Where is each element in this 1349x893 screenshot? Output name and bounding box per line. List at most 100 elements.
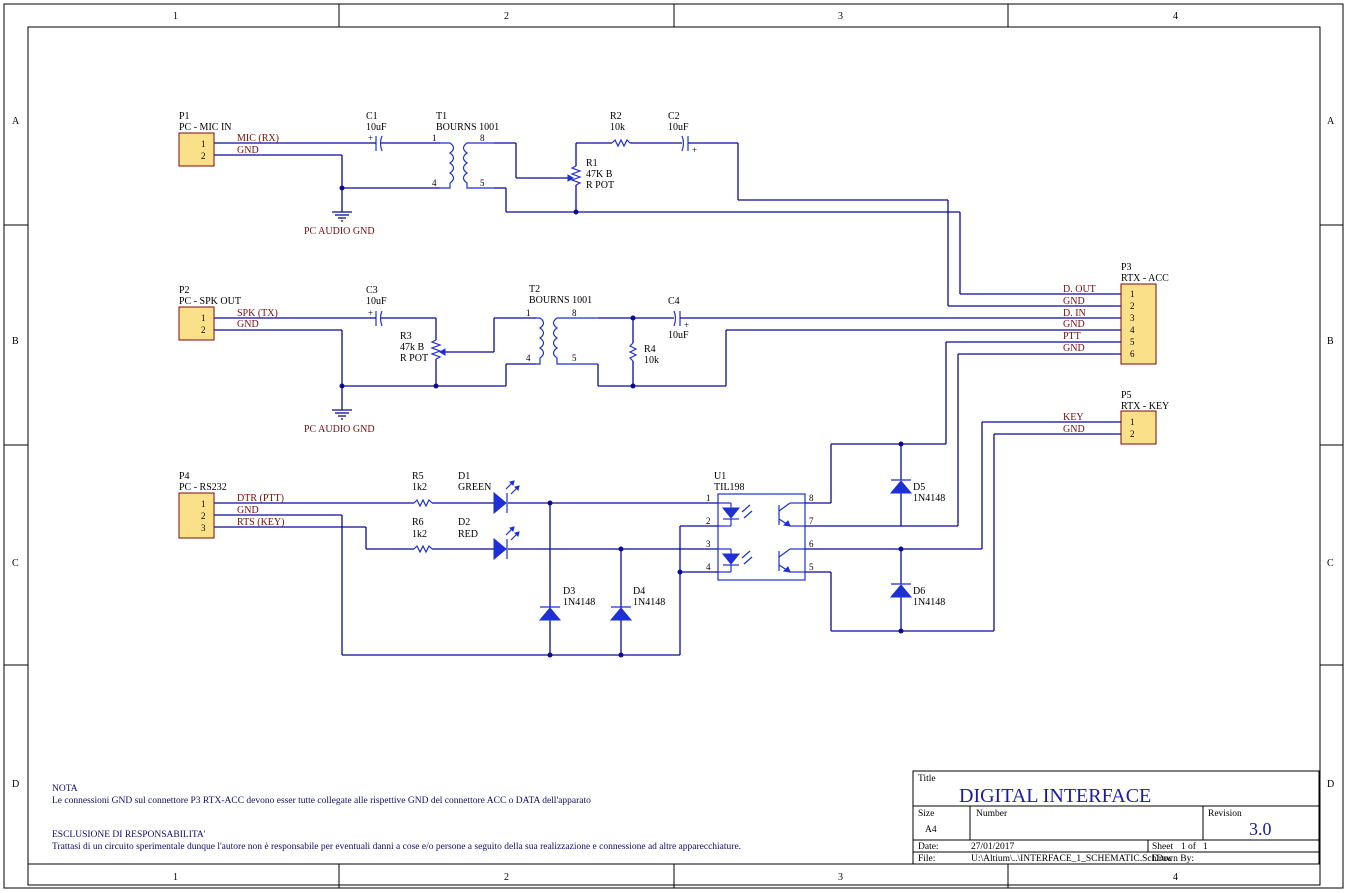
diode-d5[interactable]: D5 1N4148 — [889, 479, 945, 504]
potentiometer-r1[interactable]: R1 47K B R POT — [567, 143, 614, 212]
c3-ref: C3 — [366, 285, 378, 296]
t2-ref: T2 — [529, 284, 540, 295]
c4-plus: + — [684, 320, 689, 330]
net-mic-rx: MIC (RX) — [237, 133, 279, 144]
size-label: Size — [918, 809, 934, 819]
nota-text: Le connessioni GND sul connettore P3 RTX… — [52, 796, 591, 806]
p4-value: PC - RS232 — [179, 482, 227, 493]
u1-ref: U1 — [714, 471, 726, 482]
transformer-t2[interactable]: T2 BOURNS 1001 1 4 8 5 — [526, 284, 598, 365]
zone-col-3-top: 3 — [838, 11, 843, 22]
u1-pin-6: 6 — [809, 539, 814, 549]
p3-pin-4: 4 — [1130, 325, 1135, 335]
u1-pin-5: 5 — [809, 562, 814, 572]
zone-col-1-top: 1 — [173, 11, 178, 22]
sheet-label: Sheet — [1152, 842, 1173, 852]
r6-value: 1k2 — [412, 529, 427, 540]
c1-ref: C1 — [366, 111, 378, 122]
t1-pin-5: 5 — [480, 178, 485, 188]
net-p1-gnd: GND — [237, 145, 259, 156]
r4-value: 10k — [644, 355, 659, 366]
net-p3-gnd-2: GND — [1063, 296, 1085, 307]
resistor-r4[interactable]: R4 10k — [628, 318, 659, 386]
d6-ref: D6 — [913, 586, 925, 597]
d2-value: RED — [458, 529, 478, 540]
t2-pin-1: 1 — [526, 308, 531, 318]
resistor-r6[interactable]: R6 1k2 — [412, 517, 433, 554]
zone-row-d-right: D — [1327, 779, 1334, 790]
diode-d4[interactable]: D4 1N4148 — [609, 586, 665, 621]
d1-ref: D1 — [458, 471, 470, 482]
net-p2-gnd: GND — [237, 319, 259, 330]
zone-row-a-left: A — [12, 116, 20, 127]
p3-pin-2: 2 — [1130, 301, 1135, 311]
number-label: Number — [976, 809, 1008, 819]
u1-pin-3: 3 — [706, 539, 711, 549]
r3-ref: R3 — [400, 331, 412, 342]
r5-ref: R5 — [412, 471, 424, 482]
c4-value: 10uF — [668, 330, 689, 341]
rs232-section: P4 PC - RS232 1 2 3 DTR (PTT) GND RTS (K… — [178, 342, 995, 658]
u1-pin-2: 2 — [706, 516, 711, 526]
c1-plus: + — [368, 133, 373, 143]
zone-row-b-right: B — [1327, 336, 1334, 347]
revision-value: 3.0 — [1249, 819, 1272, 839]
t1-ref: T1 — [436, 111, 447, 122]
revision-label: Revision — [1208, 809, 1242, 819]
of-value: 1 — [1203, 842, 1208, 852]
connector-p5[interactable]: P5 RTX - KEY 1 2 — [1120, 390, 1169, 445]
optocoupler-u1[interactable]: U1 TIL198 1 2 3 4 8 7 6 5 — [706, 471, 814, 581]
resistor-r2[interactable]: R2 10k — [610, 111, 631, 148]
net-dtr-ptt: DTR (PTT) — [237, 493, 284, 504]
connector-p1[interactable]: P1 PC - MIC IN 1 2 — [178, 111, 232, 167]
zone-row-c-left: C — [12, 558, 19, 569]
r3-value: 47k B — [400, 342, 425, 353]
c4-ref: C4 — [668, 296, 680, 307]
gnd2-label: PC AUDIO GND — [304, 424, 375, 435]
net-d-out: D. OUT — [1063, 284, 1096, 295]
net-p4-gnd: GND — [237, 505, 259, 516]
ground-symbol-2: PC AUDIO GND — [304, 409, 375, 435]
resistor-r5[interactable]: R5 1k2 — [412, 471, 433, 508]
transformer-t1[interactable]: T1 BOURNS 1001 1 4 8 5 — [432, 111, 499, 189]
potentiometer-r3[interactable]: R3 47k B R POT — [400, 318, 446, 386]
led-d1[interactable]: D1 GREEN — [458, 471, 520, 515]
zone-row-c-right: C — [1327, 558, 1334, 569]
d3-value: 1N4148 — [563, 597, 595, 608]
d4-ref: D4 — [633, 586, 645, 597]
p3-value: RTX - ACC — [1121, 273, 1169, 284]
d5-ref: D5 — [913, 482, 925, 493]
t1-pin-4: 4 — [432, 178, 437, 188]
connector-p4[interactable]: P4 PC - RS232 1 2 3 — [178, 471, 227, 539]
capacitor-c1[interactable]: C1 10uF + — [366, 111, 440, 152]
zone-col-3-bottom: 3 — [838, 872, 843, 883]
connector-p2[interactable]: P2 PC - SPK OUT 1 2 — [178, 285, 241, 341]
diode-d6[interactable]: D6 1N4148 — [889, 583, 945, 608]
d4-value: 1N4148 — [633, 597, 665, 608]
notes-block: NOTA Le connessioni GND sul connettore P… — [52, 784, 741, 852]
p3-pin-1: 1 — [1130, 289, 1135, 299]
title-block: Title DIGITAL INTERFACE Size A4 Number R… — [912, 770, 1320, 865]
p4-pin-2: 2 — [201, 511, 206, 521]
c1-value: 10uF — [366, 122, 387, 133]
disclaimer-text: Trattasi di un circuito sperimentale dun… — [52, 842, 741, 852]
date-value: 27/01/2017 — [971, 842, 1015, 852]
capacitor-c3[interactable]: C3 10uF + — [366, 285, 387, 327]
r1-value: 47K B — [586, 169, 613, 180]
r3-type: R POT — [400, 353, 428, 364]
u1-pin-4: 4 — [706, 562, 711, 572]
zone-row-b-left: B — [12, 336, 19, 347]
mic-in-section: P1 PC - MIC IN 1 2 MIC (RX) GND PC AUDIO… — [178, 111, 1121, 307]
connector-p3[interactable]: P3 RTX - ACC 1 2 3 4 5 6 — [1120, 262, 1169, 365]
capacitor-c2[interactable]: C2 10uF + — [668, 111, 697, 155]
p1-ref: P1 — [179, 111, 190, 122]
r2-value: 10k — [610, 122, 625, 133]
file-label: File: — [918, 854, 935, 864]
diode-d3[interactable]: D3 1N4148 — [538, 586, 595, 621]
date-label: Date: — [918, 842, 939, 852]
r2-ref: R2 — [610, 111, 622, 122]
disclaimer-title: ESCLUSIONE DI RESPONSABILITA' — [52, 830, 206, 840]
of-label: of — [1188, 841, 1197, 852]
led-d2[interactable]: D2 RED — [458, 517, 520, 561]
